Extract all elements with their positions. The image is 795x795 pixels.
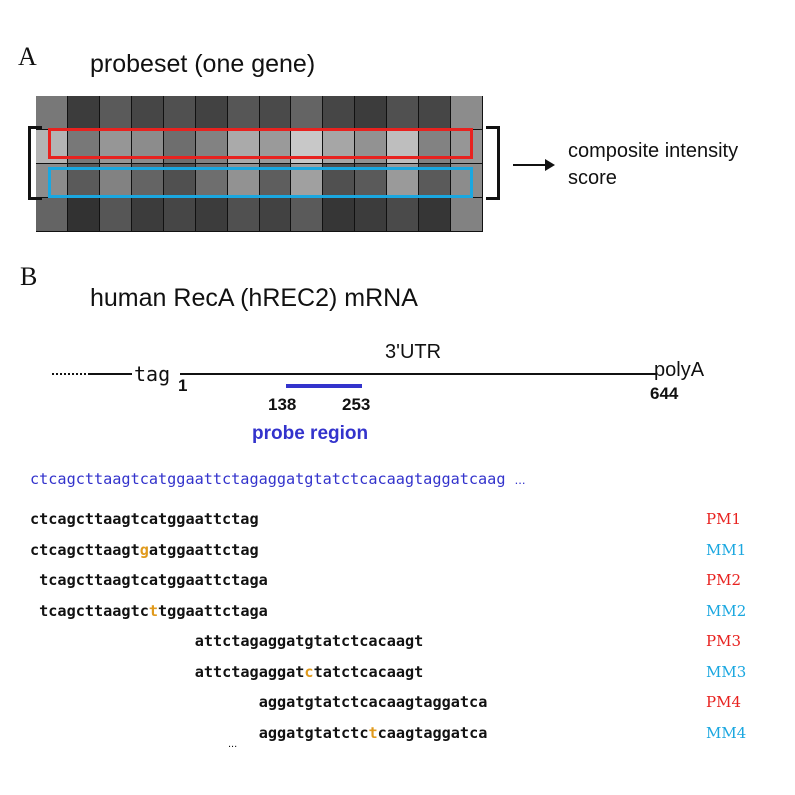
utr-label: 3'UTR xyxy=(385,341,442,363)
probe-region-bar xyxy=(286,384,362,388)
grid-cell xyxy=(387,96,420,130)
grid-cell xyxy=(451,198,483,232)
grid-cell xyxy=(291,198,324,232)
grid-cell xyxy=(259,96,292,130)
grid-cell xyxy=(67,96,100,130)
grid-cell xyxy=(419,198,452,232)
grid-cell xyxy=(99,198,132,232)
probe-intensity-grid xyxy=(36,96,483,232)
utr-line xyxy=(180,373,656,375)
gene-title: human RecA (hREC2) mRNA xyxy=(90,284,418,312)
grid-cell xyxy=(195,198,228,232)
probe-region-label: probe region xyxy=(252,423,369,444)
mm-row-highlight xyxy=(48,167,473,198)
probe-seq-part: caagtaggatca xyxy=(377,723,488,742)
polya-label: polyA xyxy=(654,359,705,381)
grid-cell xyxy=(163,198,196,232)
grid-cell xyxy=(323,198,356,232)
probeset-title: probeset (one gene) xyxy=(90,50,316,78)
grid-cell xyxy=(355,96,388,130)
mrna-sequence: ctcagcttaagtcatggaattctagaggatgtatctcaca… xyxy=(30,470,525,488)
position-end: 644 xyxy=(650,384,679,403)
mrna-sequence-text: ctcagcttaagtcatggaattctagaggatgtatctcaca… xyxy=(30,470,506,488)
upstream-line xyxy=(90,373,132,375)
probe-label-mm4: MM4 xyxy=(706,723,747,742)
grid-cell xyxy=(163,96,196,130)
probe-seq-part: ctcagcttaagtcatggaattctag xyxy=(30,510,259,528)
stop-codon: tag xyxy=(134,362,171,386)
probe-seq-part: tatctcacaagt xyxy=(313,662,424,681)
composite-score-label: composite intensity score xyxy=(568,138,738,192)
probe-label-pm1: PM1 xyxy=(706,510,741,528)
grid-cell xyxy=(99,96,132,130)
grid-cell xyxy=(355,198,388,232)
probe-seq-part: atggaattctag xyxy=(148,540,259,559)
probe-sequence-mm3: attctagaggatctatctcacaagt xyxy=(195,663,424,681)
grid-cell xyxy=(131,198,164,232)
grid-cell xyxy=(291,96,324,130)
sequence-ellipsis: ... xyxy=(514,472,526,487)
arrow-shaft xyxy=(513,164,547,166)
grid-cell xyxy=(419,96,452,130)
grid-cell xyxy=(195,96,228,130)
grid-cell xyxy=(227,96,260,130)
probe-sequence-mm2: tcagcttaagtcttggaattctaga xyxy=(39,602,268,620)
probe-sequence-mm1: ctcagcttaagtgatggaattctag xyxy=(30,541,259,559)
probe-sequence-mm4: aggatgtatctctcaagtaggatca xyxy=(259,724,488,742)
grid-cell xyxy=(323,96,356,130)
probe-seq-part: attctagaggatgtatctcacaagt xyxy=(194,632,424,650)
mismatch-base: t xyxy=(368,723,378,742)
grid-cell xyxy=(451,96,483,130)
probe-seq-part: tcagcttaagtc xyxy=(39,601,149,620)
probe-sequence-pm4: aggatgtatctcacaagtaggatca xyxy=(259,693,488,711)
left-bracket xyxy=(28,126,42,200)
probe-label-mm1: MM1 xyxy=(706,540,747,559)
probe-start-position: 138 xyxy=(268,395,297,414)
probe-label-pm2: PM2 xyxy=(706,571,741,589)
grid-cell xyxy=(259,198,292,232)
right-bracket xyxy=(486,126,500,200)
probe-label-mm3: MM3 xyxy=(706,662,747,681)
probe-seq-part: aggatgtatctcacaagtaggatca xyxy=(258,693,488,711)
probe-sequence-pm1: ctcagcttaagtcatggaattctag xyxy=(30,510,259,528)
probe-sequence-pm3: attctagaggatgtatctcacaagt xyxy=(195,632,424,650)
probe-label-mm2: MM2 xyxy=(706,601,747,620)
probe-seq-part: tcagcttaagtcatggaattctaga xyxy=(39,571,268,589)
position-start: 1 xyxy=(178,376,188,395)
panel-a-letter: A xyxy=(18,42,37,71)
grid-cell xyxy=(387,198,420,232)
composite-score-line2: score xyxy=(568,167,617,189)
probe-seq-part: aggatgtatctc xyxy=(258,723,369,742)
arrow-head-icon xyxy=(545,159,555,171)
probe-label-pm3: PM3 xyxy=(706,632,741,650)
probe-sequence-pm2: tcagcttaagtcatggaattctaga xyxy=(39,571,268,589)
grid-cell xyxy=(67,198,100,232)
grid-cell xyxy=(227,198,260,232)
grid-cell xyxy=(36,198,68,232)
probe-seq-part: tggaattctaga xyxy=(158,601,268,620)
pm-row-highlight xyxy=(48,128,473,159)
probe-seq-part: attctagaggat xyxy=(194,662,305,681)
mismatch-base: c xyxy=(304,662,314,681)
composite-score-line1: composite intensity xyxy=(568,140,739,162)
probe-end-position: 253 xyxy=(342,395,371,414)
panel-b-letter: B xyxy=(20,262,38,291)
grid-cell xyxy=(36,96,68,130)
probe-seq-part: ctcagcttaagt xyxy=(30,540,140,559)
upstream-dotted-line xyxy=(52,373,90,375)
probe-label-pm4: PM4 xyxy=(706,693,741,711)
mismatch-base: g xyxy=(139,540,149,559)
trailing-ellipsis: ... xyxy=(228,738,238,750)
grid-cell xyxy=(131,96,164,130)
mismatch-base: t xyxy=(148,601,159,620)
